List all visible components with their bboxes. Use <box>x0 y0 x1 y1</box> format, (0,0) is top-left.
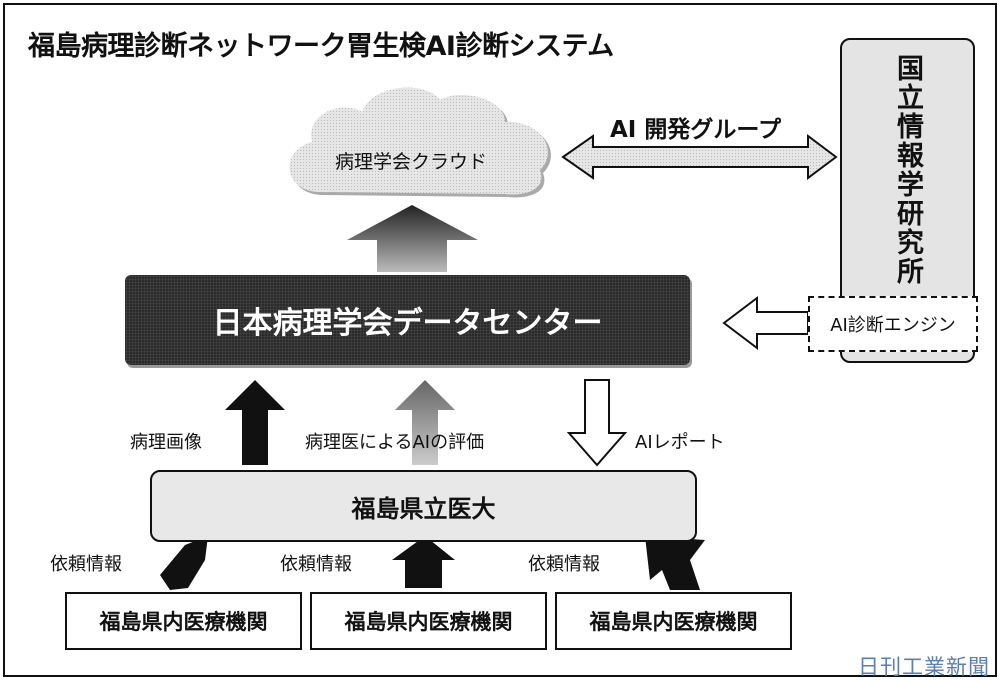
ai-report-label: AIレポート <box>635 432 725 453</box>
upload-arrow-icon <box>347 205 478 272</box>
ai-engine-box: AI診断エンジン <box>808 296 978 352</box>
evaluation-arrow-icon <box>395 380 455 465</box>
request-arrow-icon <box>160 536 208 590</box>
double-arrow-icon <box>561 134 838 180</box>
ai-dev-group-label: AI 開発グループ <box>610 117 781 143</box>
data-center-box: 日本病理学会データセンター <box>125 275 690 365</box>
ai-evaluation-label: 病理医によるAIの評価 <box>305 432 485 453</box>
pathology-images-label: 病理画像 <box>130 432 202 453</box>
frame-border <box>3 3 997 677</box>
watermark: 日刊工業新聞 <box>858 655 990 679</box>
institution-box: 福島県内医療機関 <box>310 592 547 650</box>
university-box: 福島県立医大 <box>150 470 697 542</box>
institution-box: 福島県内医療機関 <box>555 592 792 650</box>
engine-arrow-icon <box>722 295 809 351</box>
pathology-image-arrow-icon <box>225 380 285 465</box>
request-arrow-icon <box>392 536 455 588</box>
cloud-label: 病理学会クラウド <box>335 151 488 173</box>
request-label: 依頼情報 <box>528 554 600 575</box>
request-label: 依頼情報 <box>280 554 352 575</box>
cloud-icon <box>289 87 551 198</box>
request-label: 依頼情報 <box>50 554 122 575</box>
institution-box: 福島県内医療機関 <box>65 592 302 650</box>
diagram-title: 福島病理診断ネットワーク胃生検AI診断システム <box>28 31 614 62</box>
report-arrow-icon <box>566 379 628 467</box>
request-arrow-icon <box>645 536 705 590</box>
